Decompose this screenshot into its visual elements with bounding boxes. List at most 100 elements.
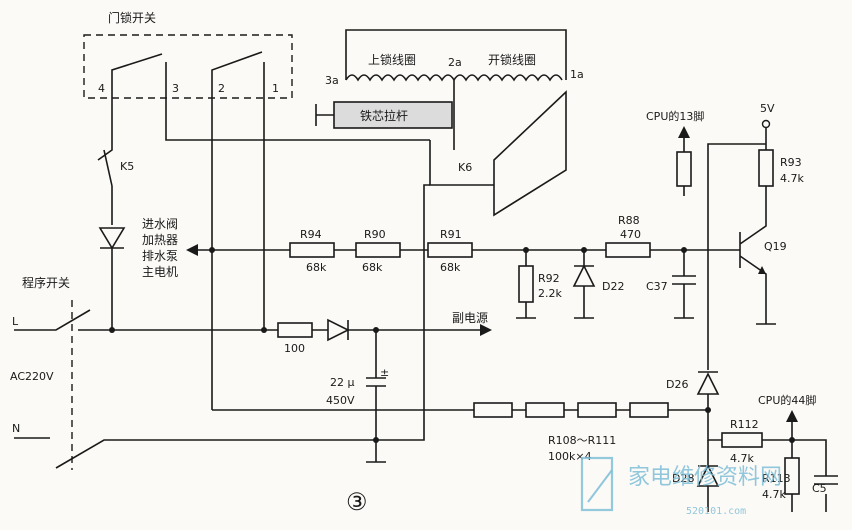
k5-diode-wire: [100, 247, 124, 330]
resistor-100-value: 100: [284, 342, 305, 355]
switch-pin-4: 4: [98, 82, 105, 95]
r90-label: R90: [364, 228, 386, 241]
cpu44-arrow: [786, 410, 798, 422]
aux-power-label: 副电源: [452, 311, 488, 325]
resistor-r90: [355, 242, 401, 258]
watermark-logo: [580, 456, 614, 512]
r92-value: 2.2k: [538, 287, 562, 300]
d22-label: D22: [602, 280, 624, 293]
node-cap: [373, 327, 379, 333]
d26-label: D26: [666, 378, 688, 391]
diode-d26: [696, 371, 720, 410]
iron-core-rod: [333, 101, 453, 129]
cap-c37: [672, 250, 696, 319]
r113-label: R113: [762, 472, 791, 485]
r92-wire: [516, 250, 536, 319]
diode-100: [327, 318, 350, 342]
program-switch-label: 程序开关: [22, 275, 70, 290]
unlock-coil-label: 开锁线圈: [488, 52, 536, 67]
resistor-r108: [473, 402, 513, 418]
r91-label: R91: [440, 228, 462, 241]
r112-value: 4.7k: [730, 452, 754, 465]
aux-power-wire: [347, 320, 480, 340]
v5-label: 5V: [760, 102, 775, 115]
c5-label: C5: [812, 482, 827, 495]
switch-blade-2: [211, 51, 263, 140]
rchain-label: R108～R111: [548, 434, 616, 447]
k6-label: K6: [458, 161, 472, 174]
k5-blade: [103, 149, 113, 187]
line-l-label: L: [12, 315, 19, 328]
diode-d28: [696, 440, 720, 512]
ac220v-label: AC220V: [10, 370, 54, 383]
resistor-r113: [784, 457, 800, 495]
switch-pin-3: 3: [172, 82, 179, 95]
resistor-r88: [605, 242, 651, 258]
door-lock-switch-label: 门锁开关: [108, 10, 156, 25]
load-heater: 加热器: [142, 233, 178, 247]
cap-c5: [814, 475, 838, 485]
lock-coil-label: 上锁线圈: [368, 52, 416, 67]
c37-label: C37: [646, 280, 668, 293]
switch-pin-2: 2: [218, 82, 225, 95]
r112-label: R112: [730, 418, 759, 431]
line-n-label: N: [12, 422, 20, 435]
r91-value: 68k: [440, 261, 461, 274]
k6-contact: [429, 90, 567, 217]
pin-3a-label: 3a: [325, 74, 339, 87]
node-l-pin1: [261, 327, 267, 333]
load-drain-pump: 排水泵: [142, 249, 178, 263]
resistor-r93: [758, 149, 774, 187]
aux-power-arrow: [480, 324, 492, 336]
k5-diode: [98, 227, 126, 250]
resistor-r109: [525, 402, 565, 418]
cpu13-arrow: [678, 126, 690, 138]
r93-value: 4.7k: [780, 172, 804, 185]
r88-label: R88: [618, 214, 640, 227]
figure-number: ③: [346, 488, 368, 516]
resistor-r110: [577, 402, 617, 418]
r113-value: 4.7k: [762, 488, 786, 501]
q19-emitter-arrow: [758, 266, 766, 274]
resistor-r92: [518, 265, 534, 303]
r94-value: 68k: [306, 261, 327, 274]
rchain-value: 100k×4: [548, 450, 592, 463]
d28-label: D28: [672, 472, 694, 485]
cap-22u-voltage: 450V: [326, 394, 355, 407]
r94-label: R94: [300, 228, 322, 241]
cap-plus: ±: [380, 366, 389, 379]
r90-value: 68k: [362, 261, 383, 274]
r93-label: R93: [780, 156, 802, 169]
watermark-url: 520101.com: [686, 506, 746, 517]
resistor-r94: [289, 242, 335, 258]
resistor-r112: [721, 432, 763, 448]
pin-2a-label: 2a: [448, 56, 462, 69]
coil-outer-loop: [345, 29, 567, 80]
v5-terminal: [761, 119, 771, 129]
k5-label: K5: [120, 160, 134, 173]
cpu13-label: CPU的13脚: [646, 109, 704, 123]
resistor-r111: [629, 402, 669, 418]
transistor-q19: [739, 210, 776, 325]
q19-label: Q19: [764, 240, 787, 253]
loads-arrow: [186, 244, 198, 256]
watermark-text: 家电维修资料网: [628, 465, 782, 490]
load-main-motor: 主电机: [142, 265, 178, 279]
program-switch-l: [14, 309, 112, 331]
node-cpu44: [789, 437, 795, 443]
node-l: [109, 327, 115, 333]
wire-k6-neutral: [376, 184, 430, 441]
cap-22u-value: 22 μ: [330, 376, 355, 389]
door-lock-switch-box: [83, 34, 293, 99]
cap-22u: [366, 330, 386, 462]
r93-wire: [707, 128, 767, 370]
pin-1a-label: 1a: [570, 68, 584, 81]
iron-core-stop: [315, 104, 334, 126]
switch-pin-1: 1: [272, 82, 279, 95]
cpu13-resistor: [676, 151, 692, 187]
node-pin2: [209, 247, 215, 253]
resistor-100: [277, 322, 313, 338]
iron-core-label: 铁芯拉杆: [360, 108, 408, 123]
wire-pin3: [165, 62, 430, 141]
